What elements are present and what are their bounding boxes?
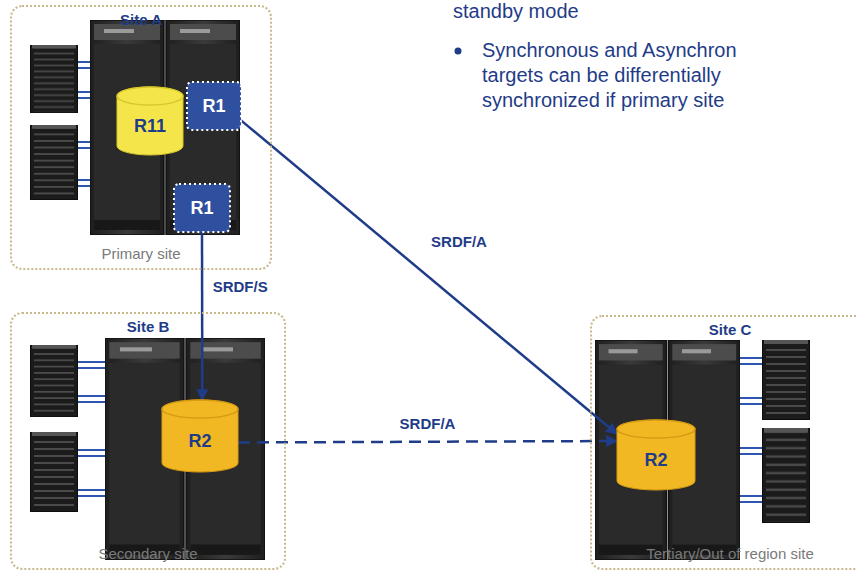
device-label: R2 [644,440,667,471]
site-region: Site C Tertiary/Out of region site R2 [590,315,857,570]
bullet-text: Synchronous and Asynchron targets can be… [482,38,782,113]
storage-cylinder: R2 [162,400,238,472]
site-name: Site C [709,321,752,338]
storage-cylinder: R11 [117,87,183,155]
bullet [455,48,462,55]
replication-link [241,120,617,434]
site-role: Tertiary/Out of region site [646,545,814,562]
site-name: Site B [127,318,170,335]
site-region: Site APrimary siteR11R1R1 [10,5,272,270]
volume-box: R1 [187,82,241,130]
site-name: Site A [120,11,162,28]
link-label: SRDF/S [210,277,271,296]
site-region: Site B Secondary site R2 [10,312,286,570]
device-label: R2 [188,421,211,452]
device-label: R1 [202,96,225,117]
replication-link [201,232,204,400]
link-label: SRDF/A [397,414,459,433]
device-label: R11 [134,106,166,137]
volume-box: R1 [174,184,230,232]
storage-cylinder: R2 [617,420,695,490]
link-label: SRDF/A [428,232,490,251]
site-role: Primary site [101,245,180,262]
replication-link [238,441,617,442]
site-role: Secondary site [98,545,197,562]
bullet-text: standby mode [453,0,753,24]
device-label: R1 [190,198,213,219]
